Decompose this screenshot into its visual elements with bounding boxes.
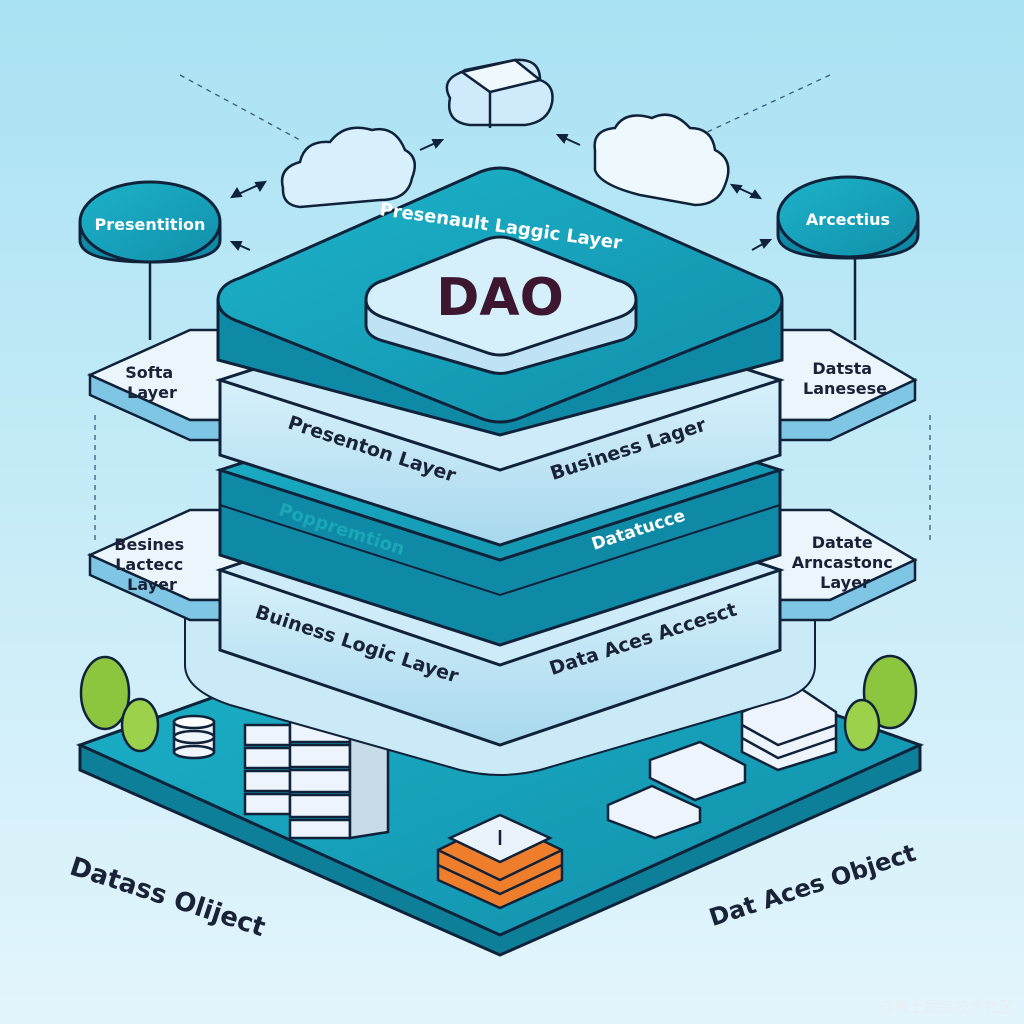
- bubble-right-label: Arcectius: [806, 210, 890, 229]
- tree-left: [79, 655, 160, 753]
- watermark: @稀土掘金技术社区: [879, 998, 1014, 1016]
- cloud-top-icon: [445, 58, 554, 128]
- cloud-right-icon: [593, 113, 730, 207]
- side-label-upper-right: Datsta Lanesese: [803, 359, 887, 398]
- side-label-upper-left: Softa Layer: [125, 363, 179, 402]
- bubble-left: [78, 180, 222, 264]
- bubble-stems: [148, 250, 857, 340]
- orange-stack-icon: [436, 813, 564, 910]
- bubble-right: [776, 175, 920, 260]
- dao-label: DAO: [436, 268, 564, 328]
- tree-right: [843, 654, 918, 752]
- cloud-left-icon: [280, 126, 417, 209]
- side-label-lower-left: Besines Lactecc Layer: [114, 535, 189, 594]
- dashed-guides: [94, 74, 931, 545]
- side-label-lower-right: Datate Arncastonc Layer: [792, 533, 899, 592]
- dao-card: [364, 235, 638, 375]
- database-icon: [172, 714, 216, 760]
- document-stack-icon: [606, 686, 838, 840]
- bubble-left-label: Presentition: [95, 215, 206, 234]
- arrows: [229, 134, 773, 251]
